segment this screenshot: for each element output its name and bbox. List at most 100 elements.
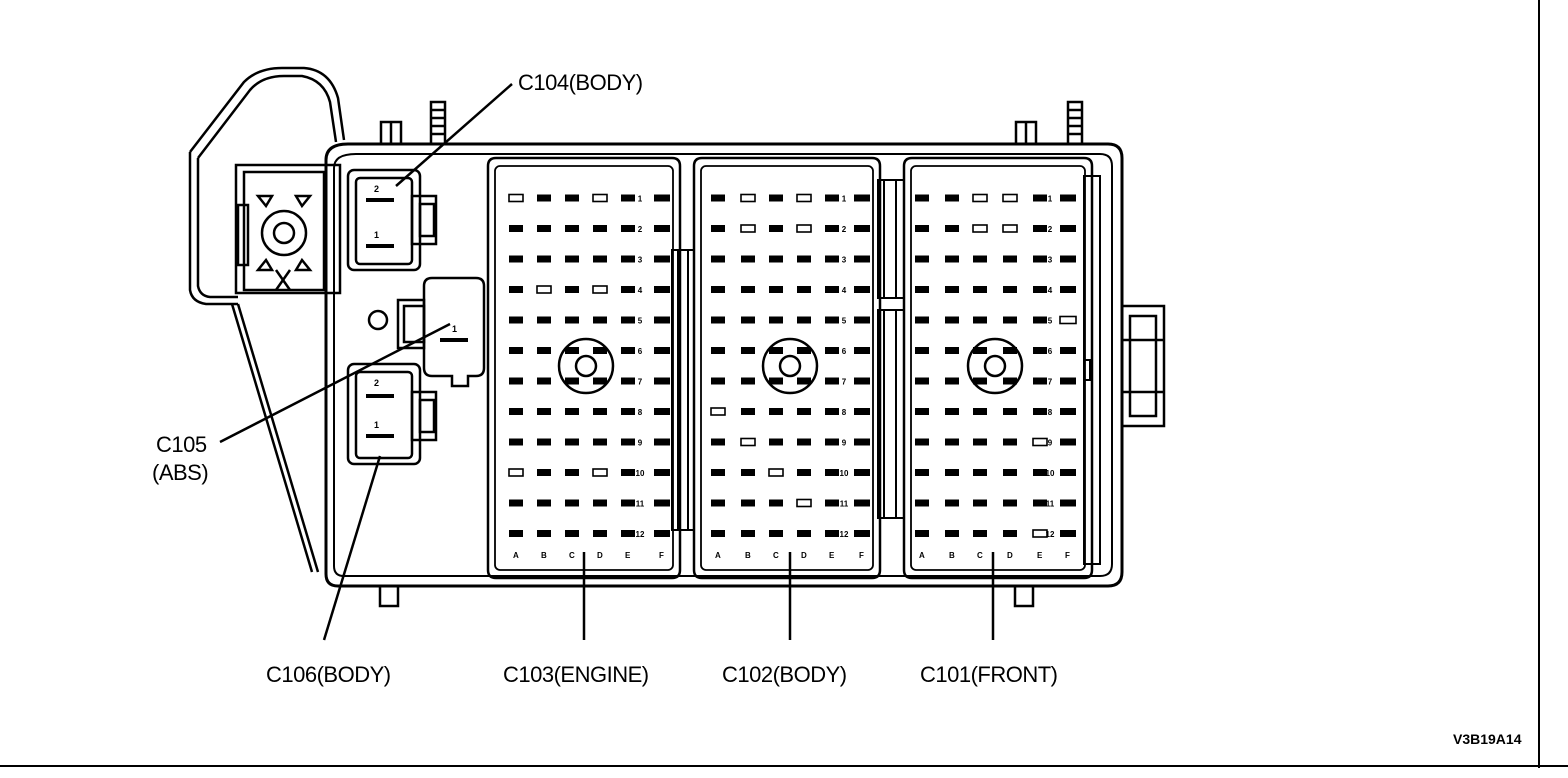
cavity-E12	[621, 530, 635, 537]
cavity-C9	[769, 438, 783, 446]
cavity-D7	[1003, 377, 1017, 385]
cavity-B1	[945, 194, 959, 202]
cavity-F4	[654, 286, 670, 293]
column-letter: A	[919, 551, 925, 560]
cavity-C7	[769, 377, 783, 385]
connector-bolt-boss	[966, 337, 1024, 395]
cavity-D12	[593, 530, 607, 537]
row-number: 2	[638, 225, 643, 234]
cavity-B5	[945, 316, 959, 324]
cavity-E2	[825, 225, 839, 232]
connector-bolt-hole	[983, 354, 1007, 378]
cavity-C11	[769, 499, 783, 507]
cavity-F10	[1060, 469, 1076, 476]
column-letter: F	[859, 551, 864, 560]
cavity-A11	[915, 499, 929, 507]
row-number: 2	[842, 225, 847, 234]
cavity-C5	[769, 316, 783, 324]
cavity-A6	[711, 347, 725, 354]
connector-face	[700, 165, 874, 571]
cavity-F1	[1060, 194, 1076, 202]
cavity-B11	[945, 499, 959, 507]
c104-label: C104(BODY)	[518, 70, 643, 95]
c104-pin-2: 2	[374, 184, 379, 194]
cavity-D2	[796, 224, 812, 233]
cavity-D8	[1003, 408, 1017, 415]
cavity-D1	[592, 193, 608, 203]
cavity-D6	[1003, 347, 1017, 354]
cavity-C10	[973, 469, 987, 476]
cavity-C4	[565, 286, 579, 293]
cavity-F2	[854, 225, 870, 232]
cavity-B5	[741, 316, 755, 324]
cavity-F11	[654, 499, 670, 507]
row-number: 8	[638, 408, 643, 417]
cavity-F3	[654, 255, 670, 263]
column-letter: B	[949, 551, 955, 560]
cavity-C6	[973, 347, 987, 354]
cavity-C8	[769, 408, 783, 415]
cavity-D5	[593, 316, 607, 324]
figure-code: V3B19A14	[1453, 731, 1522, 747]
cavity-E9	[1032, 437, 1048, 447]
column-letter: F	[1065, 551, 1070, 560]
cavity-A2	[711, 225, 725, 232]
cavity-E6	[1033, 347, 1047, 354]
row-number: 2	[1048, 225, 1053, 234]
cavity-D4	[592, 285, 608, 294]
cavity-A4	[915, 286, 929, 293]
cavity-B7	[945, 377, 959, 385]
cavity-C10	[565, 469, 579, 476]
callout-leaders	[219, 83, 995, 641]
c105-label-line1: C105	[156, 432, 207, 457]
cavity-C3	[973, 255, 987, 263]
cavity-B8	[741, 408, 755, 415]
row-number: 12	[1046, 530, 1055, 539]
cavity-E4	[1033, 286, 1047, 293]
cavity-C1	[565, 194, 579, 202]
cavity-C2	[769, 225, 783, 232]
mounting-stud	[234, 163, 342, 295]
connector-body	[486, 156, 682, 580]
cavity-F6	[854, 347, 870, 354]
cavity-A9	[915, 438, 929, 446]
c106-leader	[322, 455, 382, 641]
c105-pin-1: 1	[452, 324, 457, 334]
row-number: 3	[842, 256, 847, 265]
cavity-C1	[972, 193, 988, 203]
cavity-E4	[621, 286, 635, 293]
cavity-F7	[654, 377, 670, 385]
cavity-D6	[797, 347, 811, 354]
row-number: 6	[842, 347, 847, 356]
row-number: 3	[638, 256, 643, 265]
cavity-A7	[509, 377, 523, 385]
cavity-E9	[621, 438, 635, 446]
c106-connector	[346, 362, 438, 466]
column-letter: C	[977, 551, 983, 560]
cavity-E5	[621, 316, 635, 324]
cavity-B10	[741, 469, 755, 476]
cavity-A11	[509, 499, 523, 507]
row-number: 12	[636, 530, 645, 539]
cavity-C8	[973, 408, 987, 415]
cavity-D8	[593, 408, 607, 415]
cavity-A9	[509, 438, 523, 446]
cavity-D7	[593, 377, 607, 385]
row-number: 5	[842, 317, 847, 326]
c104-pin-1: 1	[374, 230, 379, 240]
cavity-A6	[509, 347, 523, 354]
cavity-B12	[945, 530, 959, 537]
cavity-D1	[1002, 193, 1018, 203]
cavity-A8	[710, 407, 726, 416]
row-number: 1	[1048, 195, 1053, 204]
cavity-A7	[915, 377, 929, 385]
cavity-F12	[854, 530, 870, 537]
cavity-E11	[621, 499, 635, 507]
cavity-F7	[1060, 377, 1076, 385]
cavity-E8	[621, 408, 635, 415]
connector-bolt-hole	[778, 354, 802, 378]
cavity-D10	[797, 469, 811, 476]
cavity-A4	[711, 286, 725, 293]
cavity-D10	[1003, 469, 1017, 476]
